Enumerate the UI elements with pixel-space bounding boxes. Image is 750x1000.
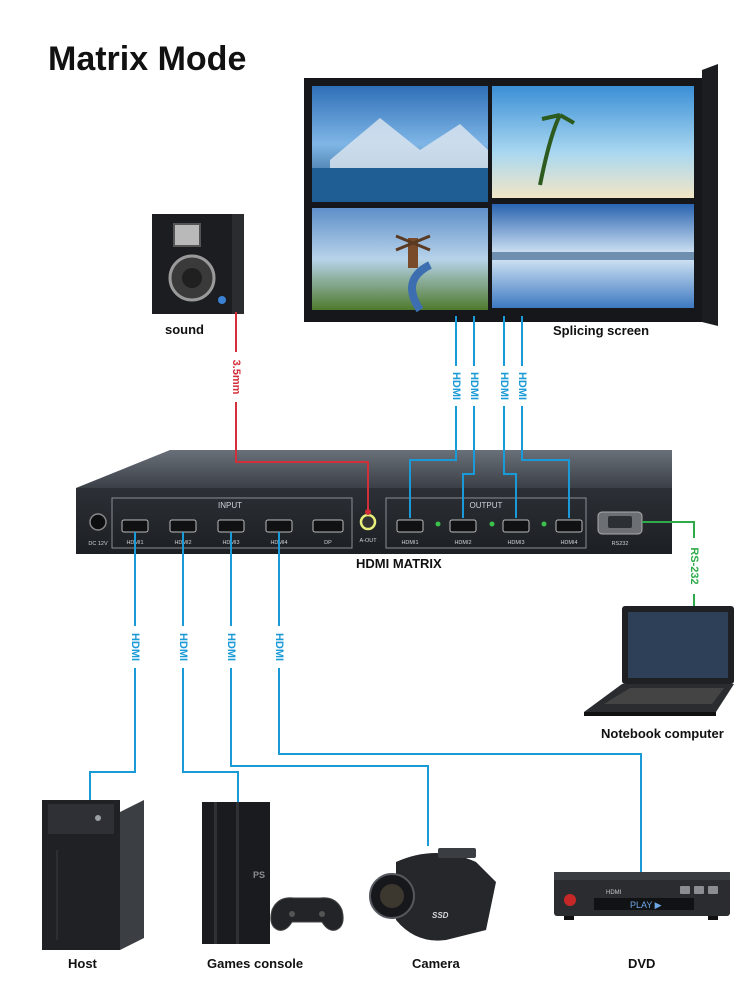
svg-text:HDMI: HDMI (498, 372, 510, 400)
svg-text:SSD: SSD (432, 911, 449, 920)
cable-label-hdmi: HDMI (448, 366, 464, 406)
notebook-computer (584, 606, 734, 716)
aout-label: A-OUT (359, 538, 377, 544)
games-console: PS (202, 802, 344, 944)
output-port-label: HDMI1 (401, 540, 418, 546)
svg-text:PLAY ▶: PLAY ▶ (630, 900, 662, 910)
output-port-label: HDMI3 (507, 540, 524, 546)
svg-text:HDMI: HDMI (516, 372, 528, 400)
input-port-label: DP (324, 540, 332, 546)
page-title: Matrix Mode (48, 40, 247, 78)
output-port-label: HDMI4 (560, 540, 577, 546)
dvd-label: DVD (628, 956, 656, 971)
hdmi-matrix-label: HDMI MATRIX (356, 556, 442, 571)
cable-label-hdmi: HDMI (466, 366, 482, 406)
speaker (152, 214, 244, 314)
dvd-player: HDMI PLAY ▶ (554, 872, 730, 920)
svg-text:HDMI: HDMI (450, 372, 462, 400)
camera: SSD (369, 848, 496, 941)
svg-text:HDMI: HDMI (129, 633, 141, 661)
svg-text:PS: PS (253, 870, 265, 880)
sound-label: sound (165, 322, 204, 337)
games-console-label: Games console (207, 956, 304, 971)
output-section-label: OUTPUT (470, 501, 503, 510)
svg-text:HDMI: HDMI (273, 633, 285, 661)
hdmi-matrix-box (76, 450, 672, 554)
host-label: Host (68, 956, 97, 971)
splicing-screen-label: Splicing screen (553, 323, 650, 338)
rs232-port-label: RS232 (612, 541, 629, 547)
cable-label-audio: 3.5mm (228, 352, 244, 402)
screen-panel-2 (492, 86, 694, 198)
notebook-label: Notebook computer (601, 726, 724, 741)
input-section-label: INPUT (218, 501, 242, 510)
hdmi-input-cable-camera (230, 532, 429, 846)
camera-label: Camera (412, 956, 460, 971)
svg-text:RS-232: RS-232 (688, 547, 700, 584)
hdmi-input-cable-dvd (278, 532, 642, 872)
cable-label-hdmi: HDMI (496, 366, 512, 406)
output-port-label: HDMI2 (454, 540, 471, 546)
cable-label-rs232: RS-232 (686, 538, 702, 594)
cable-label-hdmi: HDMI (127, 626, 143, 668)
cable-label-hdmi: HDMI (514, 366, 530, 406)
cable-label-hdmi: HDMI (271, 626, 287, 668)
svg-text:3.5mm: 3.5mm (230, 360, 242, 395)
screen-panel-3 (312, 208, 488, 310)
svg-text:HDMI: HDMI (468, 372, 480, 400)
svg-text:HDMI: HDMI (225, 633, 237, 661)
dc-power-label: DC 12V (88, 541, 108, 547)
svg-text:HDMI: HDMI (606, 890, 622, 896)
svg-text:HDMI: HDMI (177, 633, 189, 661)
cable-label-hdmi: HDMI (223, 626, 239, 668)
cable-label-hdmi: HDMI (175, 626, 191, 668)
host-pc (42, 800, 144, 950)
splicing-screen (304, 64, 718, 326)
